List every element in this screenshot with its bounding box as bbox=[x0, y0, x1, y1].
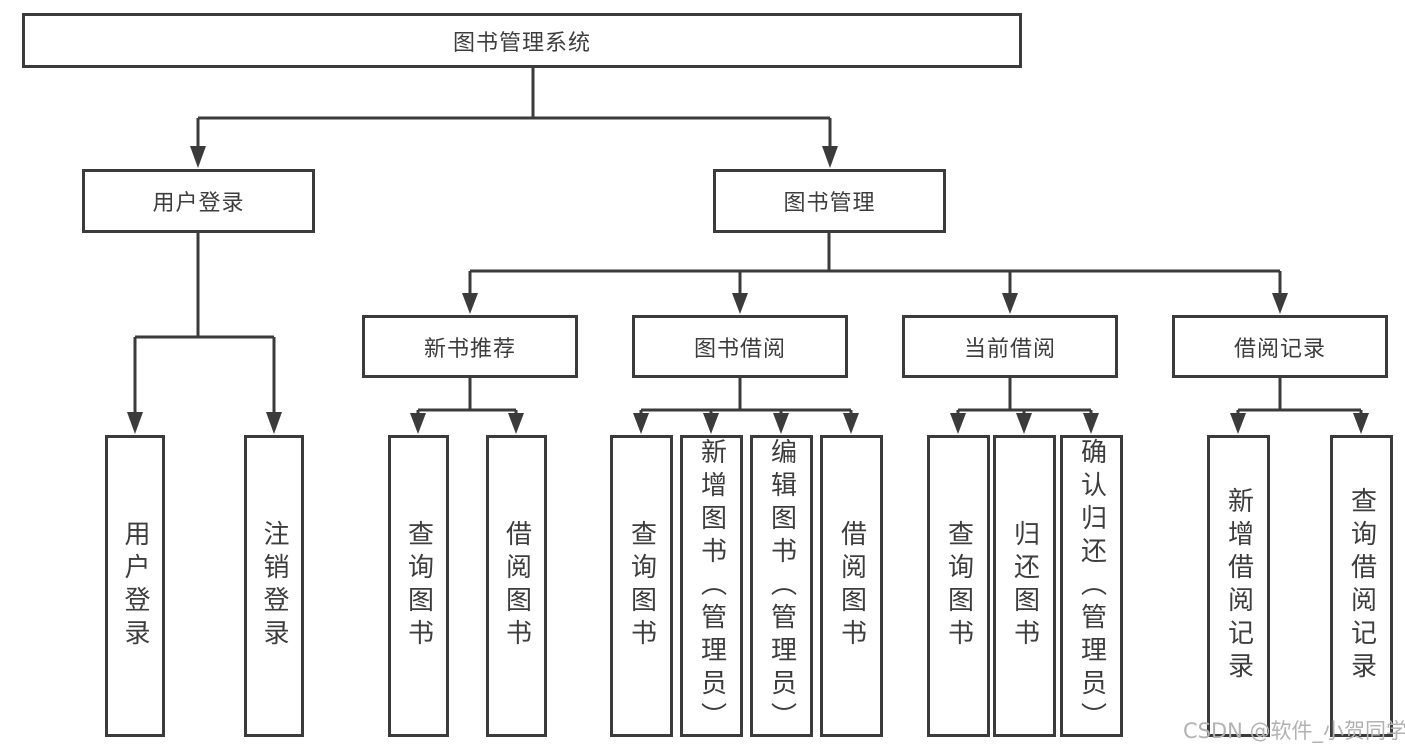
leaf-logout: 注销登录 bbox=[244, 435, 304, 737]
leaf-current-return-book: 归还图书 bbox=[993, 435, 1056, 737]
leaf-borrow-add-book-admin: 新增图书（管理员） bbox=[680, 435, 743, 737]
leaf-label: 查询图书 bbox=[943, 520, 974, 652]
leaf-record-add: 新增借阅记录 bbox=[1207, 435, 1270, 737]
leaf-label: 新增借阅记录 bbox=[1223, 487, 1254, 685]
leaf-record-query: 查询借阅记录 bbox=[1330, 435, 1393, 737]
leaf-label: 新增图书（管理员） bbox=[696, 438, 727, 735]
leaf-newbook-borrow-book: 借阅图书 bbox=[486, 435, 547, 737]
leaf-current-query-book: 查询图书 bbox=[927, 435, 990, 737]
leaf-label: 查询图书 bbox=[403, 520, 434, 652]
arrowheads bbox=[127, 146, 1369, 434]
leaf-borrow-edit-book-admin: 编辑图书（管理员） bbox=[750, 435, 813, 737]
leaf-label: 查询图书 bbox=[626, 520, 657, 652]
leaf-label: 编辑图书（管理员） bbox=[766, 438, 797, 735]
node-label: 图书管理系统 bbox=[452, 30, 591, 56]
leaf-user-login: 用户登录 bbox=[105, 435, 165, 737]
node-label: 当前借阅 bbox=[963, 336, 1056, 362]
leaf-borrow-query-book: 查询图书 bbox=[610, 435, 673, 737]
node-label: 借阅记录 bbox=[1233, 336, 1326, 362]
leaf-label: 查询借阅记录 bbox=[1346, 487, 1377, 685]
leaf-label: 注销登录 bbox=[259, 520, 289, 652]
leaf-label: 用户登录 bbox=[120, 520, 150, 652]
node-label: 图书借阅 bbox=[693, 336, 786, 362]
leaf-newbook-query-book: 查询图书 bbox=[388, 435, 449, 737]
node-library-system: 图书管理系统 bbox=[22, 13, 1022, 68]
node-new-book-recommend: 新书推荐 bbox=[362, 315, 578, 378]
node-label: 用户登录 bbox=[152, 191, 245, 216]
node-user-login: 用户登录 bbox=[82, 169, 315, 233]
node-borrow-records: 借阅记录 bbox=[1172, 315, 1388, 378]
node-label: 图书管理 bbox=[783, 191, 876, 216]
leaf-label: 借阅图书 bbox=[836, 520, 867, 652]
node-current-borrow: 当前借阅 bbox=[902, 315, 1118, 378]
node-book-management: 图书管理 bbox=[713, 169, 946, 233]
leaf-borrow-borrow-book: 借阅图书 bbox=[820, 435, 883, 737]
leaf-label: 确认归还（管理员） bbox=[1076, 438, 1107, 735]
node-book-borrow: 图书借阅 bbox=[632, 315, 848, 378]
leaf-label: 借阅图书 bbox=[501, 520, 532, 652]
node-label: 新书推荐 bbox=[423, 336, 516, 362]
leaf-label: 归还图书 bbox=[1009, 520, 1040, 652]
csdn-watermark: CSDN @软件_小贺同学 bbox=[1183, 719, 1405, 743]
leaf-current-confirm-return-admin: 确认归还（管理员） bbox=[1060, 435, 1123, 737]
